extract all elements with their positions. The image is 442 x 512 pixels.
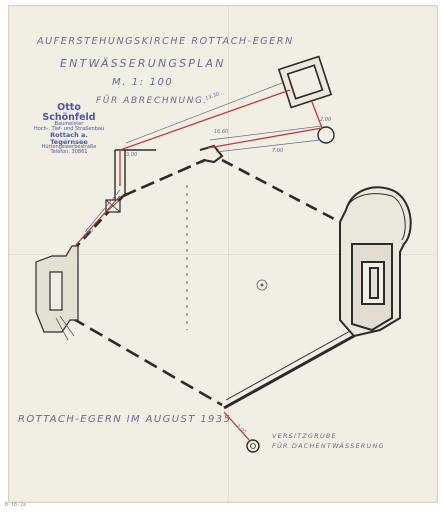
cesspit-top-right — [277, 55, 333, 109]
cesspit-label: VERSITZGRUBE — [272, 432, 337, 440]
drainage-pipes — [74, 89, 323, 442]
inspection-chamber-top — [317, 126, 335, 144]
drawing-purpose: FÜR ABRECHNUNG. — [96, 96, 209, 106]
right-tower — [339, 186, 412, 338]
wall-upper-left — [122, 158, 206, 198]
stamp-trade: Hoch-, Tief- und Straßenbau — [33, 126, 105, 132]
drawing-subtitle: ENTWÄSSERUNGSPLAN — [60, 57, 226, 70]
stamp-street: Hüttengewerbestraße — [41, 144, 97, 150]
cesspit-label-sub: FÜR DACHENTWÄSSERUNG — [272, 442, 385, 450]
wall-upper-right — [221, 158, 341, 224]
fold-line-horizontal — [9, 254, 437, 255]
fold-line-vertical — [228, 6, 229, 502]
dimension-label: 13.30 — [205, 91, 221, 102]
wall-lower-left — [71, 316, 223, 407]
font-marker — [256, 279, 268, 291]
drawing-date: ROTTACH-EGERN IM AUGUST 1935. — [18, 414, 236, 425]
wall-left-diagonal — [76, 195, 124, 247]
stamp-title: Baumeister — [54, 121, 84, 127]
stamp-place: Rottach a. Tegernsee — [50, 131, 88, 146]
pipe-to-chamber — [207, 127, 323, 149]
dimension-label: 8.40 — [83, 227, 95, 239]
dimension-label: 7.00 — [272, 148, 283, 154]
pipe-upper-main — [119, 89, 291, 151]
dimension-label: 2.00 — [320, 117, 331, 123]
stamp-name: Otto Schönfeld — [42, 102, 96, 123]
left-apse — [35, 199, 121, 341]
dimension-label: 2.00 — [235, 423, 247, 435]
drawing-title: AUFERSTEHUNGSKIRCHE ROTTACH-EGERN — [37, 36, 294, 47]
pipe-to-cesspit — [223, 411, 251, 442]
cesspit-bottom — [246, 439, 260, 453]
dimension-label: 16.60 — [214, 129, 228, 135]
stamp-phone: Telefon: 30861 — [50, 149, 88, 155]
wall-lower-right — [223, 334, 355, 410]
architect-stamp: Otto Schönfeld Baumeister Hoch-, Tief- u… — [33, 103, 105, 155]
dimension-label: 3.00 — [126, 152, 137, 158]
drawing-scale: M. 1: 100 — [112, 77, 174, 88]
archive-id: B-18-2a — [5, 502, 27, 508]
